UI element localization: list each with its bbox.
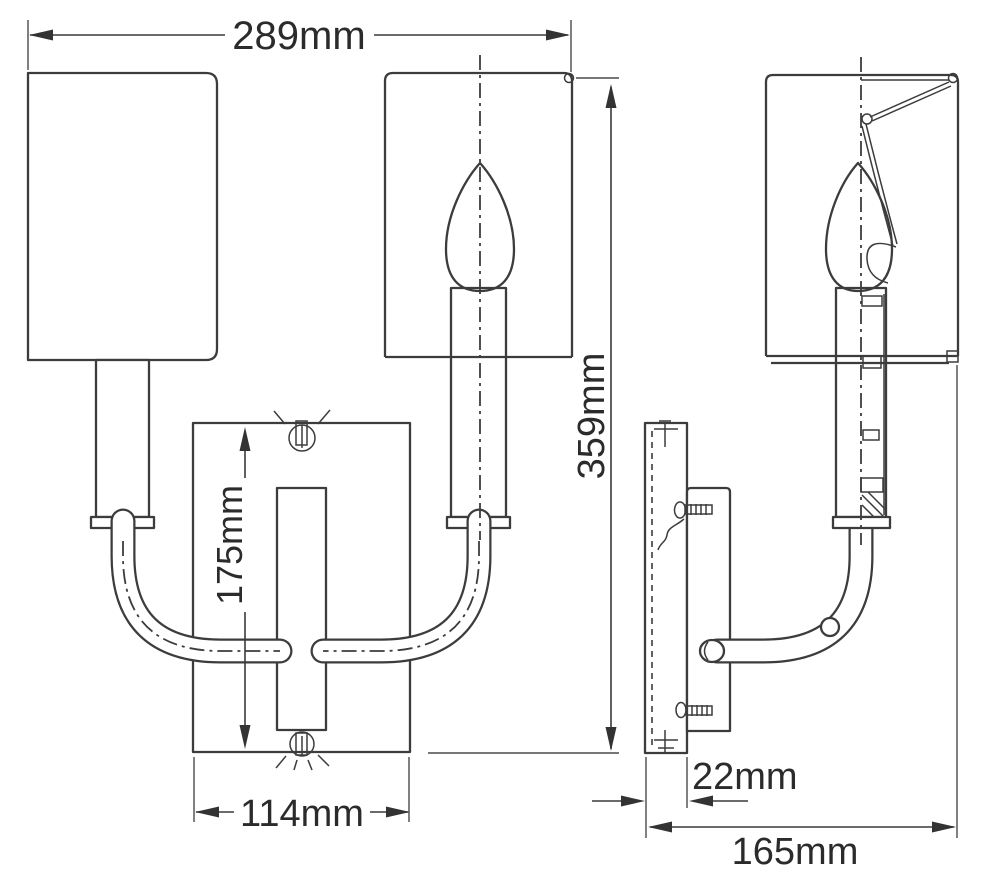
shade-rim-clip: [946, 350, 959, 363]
left-candle-tube: [94, 358, 151, 519]
mounting-screw-top: [654, 420, 678, 447]
dimension-overall-width: 289mm: [27, 14, 572, 72]
dimension-backplate-depth-label: 22mm: [692, 756, 798, 798]
right-candle-socket: [449, 286, 508, 519]
side-view: 22mm 165mm: [592, 57, 960, 873]
backplate-box: [685, 486, 732, 733]
shade-pivot: [563, 72, 575, 84]
sconce-arms: [110, 508, 492, 664]
backplate-front: [191, 409, 412, 771]
fixing-bolt-upper: [673, 501, 713, 519]
backplate-slot: [275, 486, 328, 732]
mounting-screw-bottom: [654, 730, 678, 752]
dimension-backplate-height: 175mm: [209, 427, 251, 749]
front-view: 289mm 359mm 114mm: [26, 14, 619, 835]
side-candle-tube: [831, 286, 892, 530]
arm-ball-detail: [819, 616, 841, 638]
wire: [657, 518, 685, 551]
wall-plate-side: [643, 420, 689, 755]
keyhole-screw-top: [273, 409, 331, 452]
dimension-projection: 165mm: [648, 365, 958, 873]
dimension-backplate-width: 114mm: [193, 757, 410, 835]
candle-bulb-side: [824, 161, 894, 293]
keyhole-screw-bottom: [275, 731, 330, 771]
dimension-backplate-height-label: 175mm: [209, 485, 250, 605]
dimension-backplate-width-label: 114mm: [240, 793, 364, 835]
side-arm: [698, 508, 874, 664]
dimension-projection-label: 165mm: [732, 831, 859, 873]
dimension-backplate-depth: 22mm: [592, 756, 798, 838]
left-lamp: [26, 71, 219, 530]
backplate-side: [657, 486, 732, 733]
strut-elbow: [861, 113, 873, 125]
dimension-overall-height: 359mm: [428, 77, 619, 754]
dimension-overall-width-label: 289mm: [232, 14, 365, 58]
strut-pivot: [947, 72, 959, 84]
left-shade: [26, 71, 219, 362]
fixing-bolt-lower: [675, 701, 713, 719]
dimension-overall-height-label: 359mm: [571, 353, 613, 480]
right-shade: [383, 71, 574, 357]
shade-support-struts: [861, 72, 959, 284]
arm-boss: [698, 638, 726, 664]
backplate-plate: [191, 421, 412, 754]
